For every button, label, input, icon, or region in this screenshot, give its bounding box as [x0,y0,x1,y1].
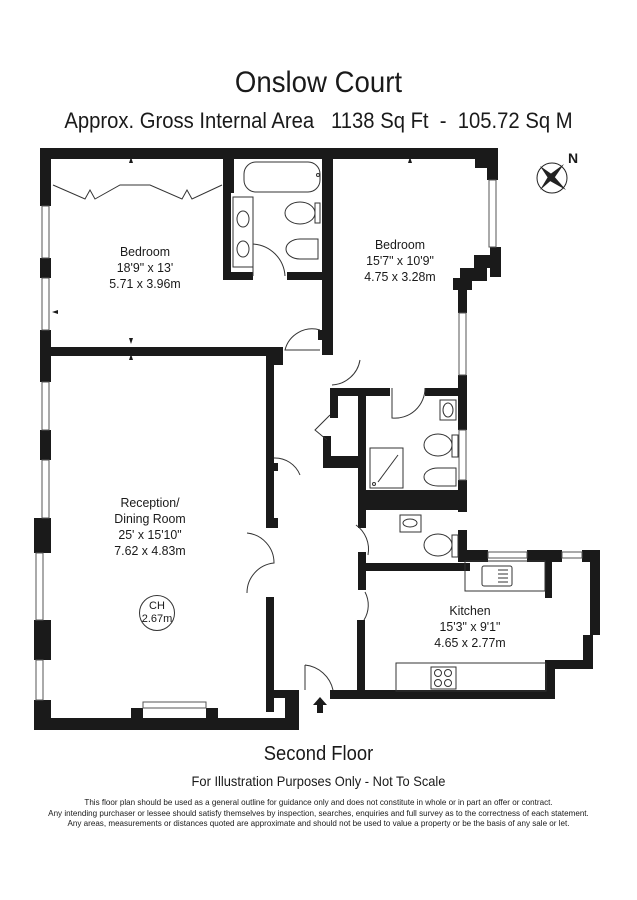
entrance-arrow-icon [313,697,327,713]
walls [34,148,600,730]
disclaimer: This floor plan should be used as a gene… [48,797,589,828]
north-label: N [568,150,579,166]
room-label-kitchen: Kitchen 15'3" x 9'1" 4.65 x 2.77m [434,603,506,650]
room-label-bedroom-2: Bedroom 15'7" x 10'9" 4.75 x 3.28m [364,237,436,284]
floor-name: Second Floor [263,743,374,765]
doors-and-fixtures [52,161,547,692]
plan-title: Onslow Court [234,66,403,99]
area-subtitle: Approx. Gross Internal Area 1138 Sq Ft -… [64,108,573,133]
ceiling-height-badge: CH 2.67m [139,595,175,631]
windows [35,179,583,709]
illustration-note: For Illustration Purposes Only - Not To … [191,773,446,789]
measurement-markers [52,157,412,360]
compass-rose-icon [536,162,568,194]
room-label-bedroom-1: Bedroom 18'9" x 13' 5.71 x 3.96m [109,244,181,291]
room-label-reception: Reception/ Dining Room 25' x 15'10" 7.62… [114,495,186,558]
